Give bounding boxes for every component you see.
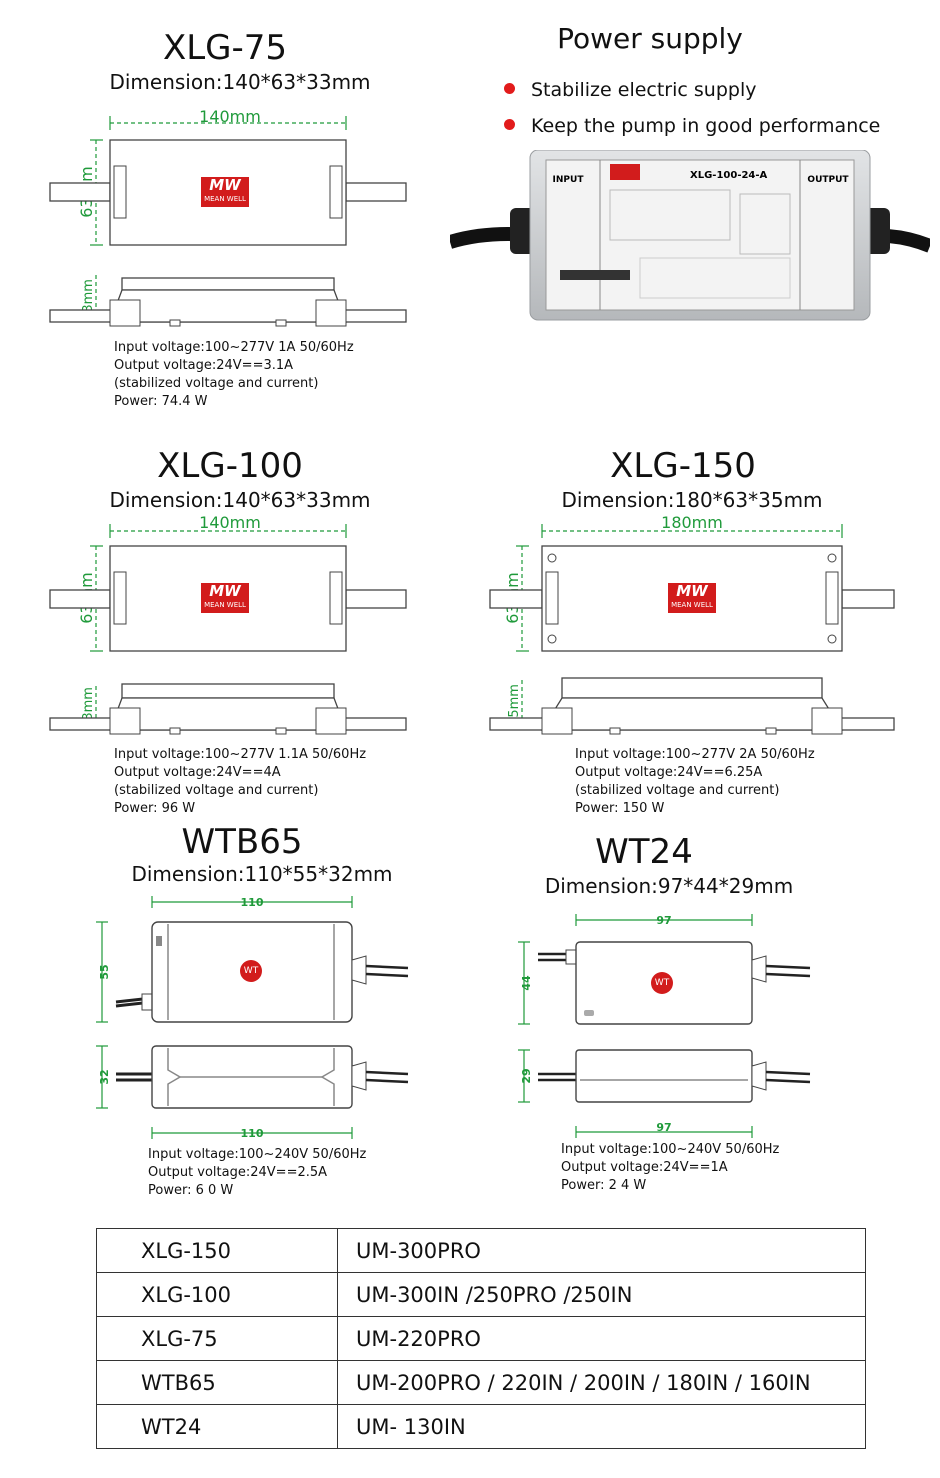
xlg150-length-label: 180mm <box>661 513 723 532</box>
wtb65-dimension: Dimension:110*55*32mm <box>131 862 393 886</box>
xlg75-spec-output: Output voltage:24V==3.1A <box>114 358 294 373</box>
table-cell-model: XLG-150 <box>96 1228 338 1273</box>
xlg150-drawing: 180mm 63mm 35mm <box>489 513 895 735</box>
ps-output-label: OUTPUT <box>807 175 849 185</box>
table-cell-model: XLG-100 <box>96 1272 338 1317</box>
xlg150-specs: Input voltage:100~277V 2A 50/60Hz Output… <box>575 746 815 818</box>
table-row: XLG-100 UM-300IN /250PRO /250IN <box>96 1272 866 1317</box>
xlg150-spec-power: Power: 150 W <box>575 801 665 816</box>
ps-model-label: XLG-100-24-A <box>690 170 768 181</box>
xlg75-spec-stabilized: (stabilized voltage and current) <box>114 376 319 391</box>
bullet-performance-text: Keep the pump in good performance <box>531 115 881 137</box>
logo-mw-text: MW <box>209 582 241 600</box>
xlg75-length-label: 140mm <box>199 107 261 126</box>
wtb65-height-label: 32 <box>98 1069 111 1084</box>
xlg75-meanwell-logo: MW MEAN WELL <box>201 177 249 207</box>
table-cell-pumps: UM-300IN /250PRO /250IN <box>337 1272 866 1317</box>
xlg150-spec-stabilized: (stabilized voltage and current) <box>575 783 780 798</box>
wt24-length-label-top: 97 <box>656 914 671 927</box>
wt24-spec-output: Output voltage:24V==1A <box>561 1160 728 1175</box>
wt24-title: WT24 <box>595 832 693 872</box>
wtb65-specs: Input voltage:100~240V 50/60Hz Output vo… <box>148 1146 366 1200</box>
xlg150-height-label: 35mm <box>507 684 522 726</box>
xlg75-dimension: Dimension:140*63*33mm <box>109 70 371 94</box>
table-cell-model: WT24 <box>96 1404 338 1449</box>
table-cell-pumps: UM-300PRO <box>337 1228 866 1273</box>
logo-mw-text: MW <box>209 176 241 194</box>
xlg100-title: XLG-100 <box>157 446 303 486</box>
logo-brand-text: MEAN WELL <box>204 195 246 203</box>
wtb65-length-label-top: 110 <box>241 896 264 909</box>
power-supply-photo: INPUT OUTPUT XLG-100-24-A <box>450 150 930 321</box>
bullet-dot-icon <box>504 83 515 94</box>
xlg75-spec-power: Power: 74.4 W <box>114 394 208 409</box>
wt24-dimension: Dimension:97*44*29mm <box>544 874 794 898</box>
table-row: XLG-150 UM-300PRO <box>96 1228 866 1273</box>
wt24-width-label: 44 <box>520 975 533 991</box>
xlg100-length-label: 140mm <box>199 513 261 532</box>
logo-brand-text: MEAN WELL <box>671 601 713 609</box>
ps-input-label: INPUT <box>553 175 585 185</box>
xlg100-spec-stabilized: (stabilized voltage and current) <box>114 783 319 798</box>
table-row: XLG-75 UM-220PRO <box>96 1316 866 1361</box>
xlg100-spec-output: Output voltage:24V==4A <box>114 765 281 780</box>
xlg100-meanwell-logo: MW MEAN WELL <box>201 583 249 613</box>
wtb65-spec-input: Input voltage:100~240V 50/60Hz <box>148 1147 367 1162</box>
xlg150-meanwell-logo: MW MEAN WELL <box>668 583 716 613</box>
xlg150-title: XLG-150 <box>610 446 756 486</box>
xlg75-spec-input: Input voltage:100~277V 1A 50/60Hz <box>114 340 354 355</box>
wt24-wt-logo: WT <box>651 972 673 994</box>
logo-mw-text: MW <box>676 582 708 600</box>
table-cell-pumps: UM- 130IN <box>337 1404 866 1449</box>
bullet-performance: Keep the pump in good performance <box>504 115 880 137</box>
xlg100-spec-power: Power: 96 W <box>114 801 196 816</box>
power-supply-title: Power supply <box>557 22 743 55</box>
compatibility-table: XLG-150 UM-300PRO XLG-100 UM-300IN /250P… <box>96 1228 866 1449</box>
wtb65-spec-output: Output voltage:24V==2.5A <box>148 1165 328 1180</box>
xlg100-spec-input: Input voltage:100~277V 1.1A 50/60Hz <box>114 747 367 762</box>
bullet-stabilize-text: Stabilize electric supply <box>531 79 757 101</box>
table-row: WT24 UM- 130IN <box>96 1404 866 1449</box>
xlg75-title: XLG-75 <box>162 28 288 68</box>
wt24-drawing: 97 44 29 97 <box>518 914 811 1138</box>
table-cell-pumps: UM-220PRO <box>337 1316 866 1361</box>
xlg75-specs: Input voltage:100~277V 1A 50/60Hz Output… <box>114 339 354 411</box>
table-cell-model: XLG-75 <box>96 1316 338 1361</box>
xlg100-specs: Input voltage:100~277V 1.1A 50/60Hz Outp… <box>114 746 366 818</box>
wt24-specs: Input voltage:100~240V 50/60Hz Output vo… <box>561 1141 779 1195</box>
table-row: WTB65 UM-200PRO / 220IN / 200IN / 180IN … <box>96 1360 866 1405</box>
wt24-spec-power: Power: 2 4 W <box>561 1178 647 1193</box>
table-cell-model: WTB65 <box>96 1360 338 1405</box>
wtb65-drawing: 110 55 32 110 <box>96 896 409 1140</box>
bullet-stabilize: Stabilize electric supply <box>504 79 756 101</box>
wtb65-length-label-bottom: 110 <box>241 1127 264 1140</box>
wtb65-wt-logo: WT <box>240 960 262 982</box>
table-cell-pumps: UM-200PRO / 220IN / 200IN / 180IN / 160I… <box>337 1360 866 1405</box>
xlg150-dimension: Dimension:180*63*35mm <box>561 488 823 512</box>
wt24-length-label-bottom: 97 <box>656 1121 671 1134</box>
wt24-height-label: 29 <box>520 1068 533 1083</box>
wtb65-width-label: 55 <box>98 964 111 979</box>
xlg75-drawing: 140mm 63mm 33mm <box>49 107 407 327</box>
xlg100-dimension: Dimension:140*63*33mm <box>109 488 371 512</box>
xlg150-spec-output: Output voltage:24V==6.25A <box>575 765 763 780</box>
xlg150-spec-input: Input voltage:100~277V 2A 50/60Hz <box>575 747 815 762</box>
bullet-dot-icon <box>504 119 515 130</box>
logo-brand-text: MEAN WELL <box>204 601 246 609</box>
xlg100-drawing: 140mm 63mm 33mm <box>49 513 407 735</box>
wt24-spec-input: Input voltage:100~240V 50/60Hz <box>561 1142 780 1157</box>
wtb65-spec-power: Power: 6 0 W <box>148 1183 234 1198</box>
wtb65-title: WTB65 <box>181 822 303 862</box>
